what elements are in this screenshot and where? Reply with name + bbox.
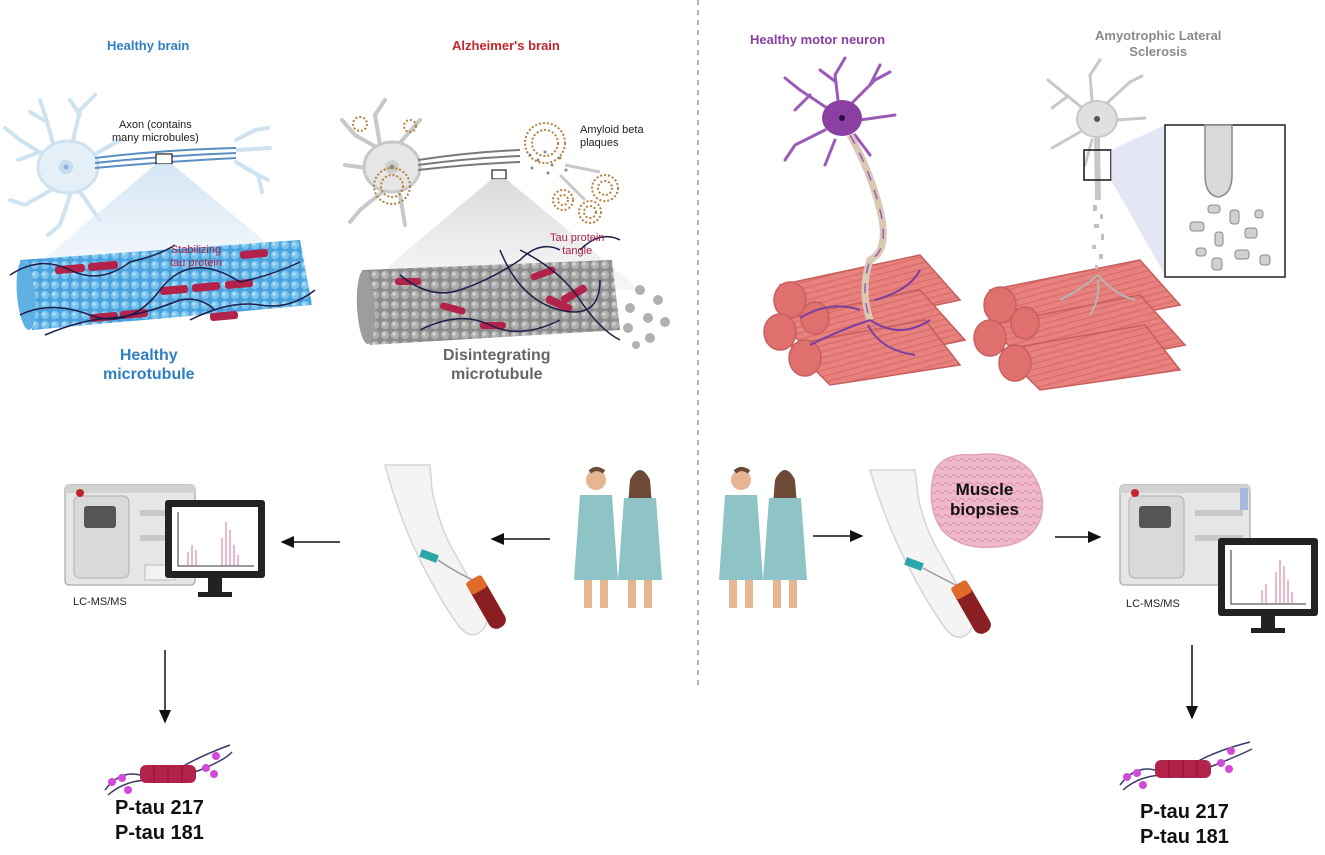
axon-degeneration-inset <box>1164 124 1286 278</box>
healthy-neuron-icon <box>3 93 272 237</box>
tau-tangle-line2: tangle <box>562 245 593 257</box>
tau-tangle-label: Tau protein tangle <box>550 232 604 258</box>
lcms-instrument-right-icon <box>1119 484 1251 586</box>
amyloid-plaque-icon <box>352 116 619 224</box>
als-muscle-fiber-icon <box>973 259 1187 391</box>
stabilizing-tau-label: Stabilizing tau protein <box>170 244 222 270</box>
muscle-biopsies-line2: biopsies <box>950 500 1019 519</box>
zoom-fan <box>1111 125 1165 275</box>
disintegrating-microtubule-line1: Disintegrating <box>443 347 551 364</box>
disintegrating-microtubule-line2: microtubule <box>451 366 543 383</box>
healthy-brain-title: Healthy brain <box>107 38 190 53</box>
ptau217-right: P-tau 217 <box>1140 801 1229 823</box>
ptau181-right: P-tau 181 <box>1140 826 1229 848</box>
amyloid-label: Amyloid beta plaques <box>580 124 644 150</box>
alzheimers-brain-title: Alzheimer's brain <box>452 38 560 53</box>
ptau-left-biomarkers: P-tau 217 P-tau 181 <box>115 796 204 846</box>
blood-draw-arm-right-icon <box>868 469 991 639</box>
healthy-motor-neuron-icon <box>783 56 931 356</box>
lcms-left-label: LC-MS/MS <box>73 596 127 608</box>
lcms-right-label: LC-MS/MS <box>1126 598 1180 610</box>
blood-draw-arm-left-icon <box>384 464 506 636</box>
stabilizing-tau-line1: Stabilizing <box>170 244 222 256</box>
amyloid-label-line2: plaques <box>580 137 619 149</box>
patients-left-icon <box>574 467 662 608</box>
als-title-line2: Sclerosis <box>1129 44 1188 59</box>
ptau181-left: P-tau 181 <box>115 822 204 844</box>
computer-monitor-right-icon <box>1218 538 1318 633</box>
muscle-biopsies-label: Muscle biopsies <box>950 480 1019 520</box>
muscle-fiber-icon <box>763 254 967 386</box>
stabilizing-tau-line2: tau protein <box>170 257 222 269</box>
axon-label-line1: Axon (contains <box>119 119 192 131</box>
als-title-line1: Amyotrophic Lateral <box>1095 28 1222 43</box>
computer-monitor-left-icon <box>165 500 265 597</box>
amyloid-label-line1: Amyloid beta <box>580 124 644 136</box>
healthy-microtubule-icon <box>9 240 316 336</box>
als-neuron-icon <box>1046 58 1147 316</box>
healthy-microtubule-line2: microtubule <box>103 366 195 383</box>
healthy-microtubule-line1: Healthy <box>119 347 178 364</box>
als-title: Amyotrophic Lateral Sclerosis <box>1095 28 1221 60</box>
healthy-motor-neuron-title: Healthy motor neuron <box>750 32 886 47</box>
tau-tangle-line1: Tau protein <box>550 232 605 244</box>
ptau217-left: P-tau 217 <box>115 797 204 819</box>
muscle-biopsy-icon <box>930 453 1044 549</box>
muscle-biopsies-line1: Muscle <box>955 480 1014 499</box>
healthy-microtubule-label: Healthy microtubule <box>103 346 195 384</box>
disintegrating-microtubule-label: Disintegrating microtubule <box>443 346 551 384</box>
ptau-right-biomarkers: P-tau 217 P-tau 181 <box>1140 800 1229 850</box>
patients-right-icon <box>719 467 807 608</box>
phospho-tau-right-icon <box>1119 741 1253 791</box>
axon-label: Axon (contains many microbules) <box>112 119 199 145</box>
phospho-tau-left-icon <box>104 744 233 796</box>
axon-label-line2: many microbules) <box>112 132 199 144</box>
disintegrating-microtubule-icon <box>356 235 670 349</box>
